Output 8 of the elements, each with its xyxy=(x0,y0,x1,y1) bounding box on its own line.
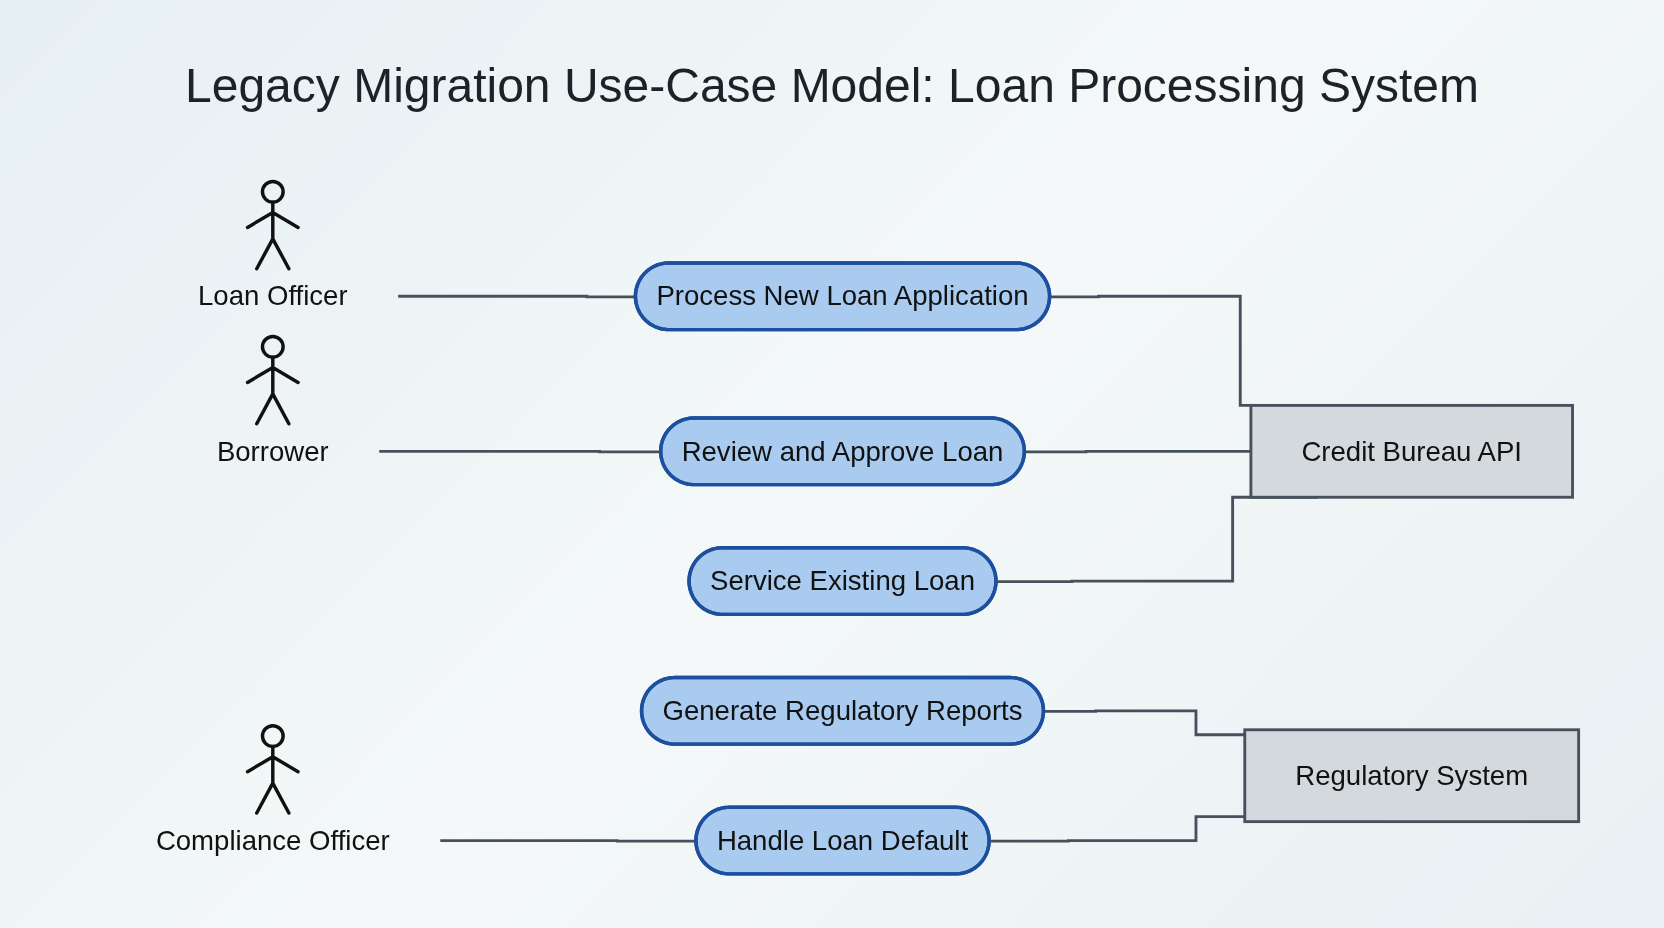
connector xyxy=(1044,709,1245,737)
node-text: Borrower xyxy=(216,435,329,467)
diagram-title: Legacy Migration Use-Case Model: Loan Processing System xyxy=(185,58,1479,113)
node-box: Regulatory System xyxy=(1243,728,1581,824)
node-box: Credit Bureau API xyxy=(1249,403,1574,499)
node-text: Loan Officer xyxy=(197,280,348,312)
node-text: Compliance Officer xyxy=(155,824,390,856)
connector xyxy=(1024,449,1251,454)
